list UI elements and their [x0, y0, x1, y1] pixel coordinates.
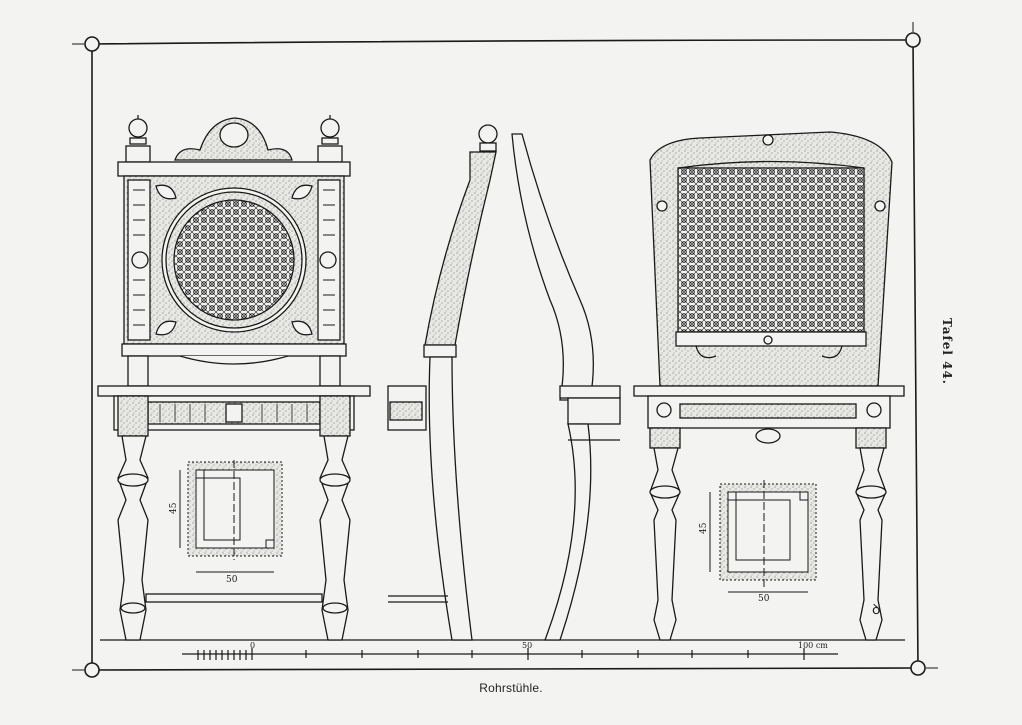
finial-left [125, 115, 151, 163]
scale-label-zero: 0 [250, 641, 255, 650]
chair-side-profile-left [387, 124, 498, 641]
chair-side-profile-right [511, 133, 621, 641]
plan-right-width-label: 50 [758, 594, 770, 604]
finial-right [317, 115, 343, 163]
plate-number: Tafel 44. [940, 318, 954, 385]
plate-caption: Rohrstühle. [479, 681, 543, 695]
caned-back-panel [173, 199, 295, 321]
seat-plan-right [709, 480, 817, 593]
caned-back-panel-rect [677, 167, 865, 333]
chair-front-ornate [97, 115, 371, 641]
turned-leg-right [319, 395, 351, 641]
chair-front-plain [633, 131, 905, 641]
plan-left-width-label: 50 [226, 575, 238, 585]
turned-leg-left-2 [649, 427, 681, 641]
scale-label-fifty: 50 [522, 641, 532, 650]
turned-leg-left [117, 395, 149, 641]
scale-bar [182, 648, 838, 660]
plan-left-depth-label: 45 [169, 502, 179, 514]
plate-frame [72, 22, 938, 678]
plan-right-depth-label: 45 [699, 522, 709, 534]
artist-monogram: ꝺ [872, 602, 881, 618]
turned-leg-right-2 [855, 427, 887, 641]
scale-label-hundred: 100 cm [798, 641, 828, 650]
seat-plan-left [179, 460, 283, 573]
